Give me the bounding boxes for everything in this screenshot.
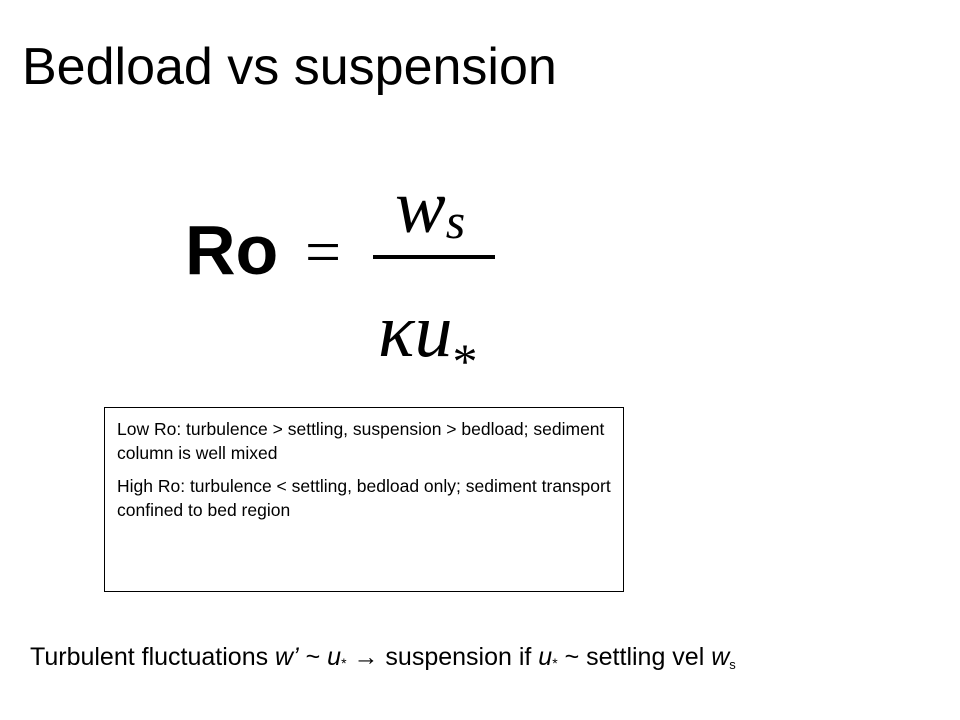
w-settling: w — [711, 643, 730, 671]
bottom-text-3: ~ settling vel — [557, 643, 712, 671]
bottom-tilde-1: ~ — [298, 643, 328, 671]
u-star-1: u — [327, 643, 342, 671]
bottom-text-2: suspension if — [378, 643, 539, 671]
explanation-box: Low Ro: turbulence > settling, suspensio… — [104, 407, 624, 592]
slide-title: Bedload vs suspension — [22, 38, 557, 96]
equation-numerator: ws — [395, 169, 465, 246]
u-star-1-subscript: * — [341, 655, 347, 671]
denominator-subscript: * — [452, 333, 478, 389]
numerator-subscript: s — [445, 193, 466, 249]
equation-denominator: κu* — [378, 293, 477, 386]
w-settling-subscript: s — [729, 657, 736, 672]
u-star-2-subscript: * — [552, 655, 558, 671]
denominator-symbol: κu — [378, 289, 453, 373]
rouse-number-equation: Ro = ws κu* — [180, 169, 520, 386]
numerator-symbol: w — [395, 165, 446, 249]
right-arrow-icon: → — [353, 643, 379, 671]
equation-lhs: Ro — [185, 211, 279, 289]
bottom-statement: Turbulent fluctuations w’ ~ u* → suspens… — [30, 642, 736, 673]
fraction-bar — [373, 255, 495, 259]
note-high-ro: High Ro: turbulence < settling, bedload … — [117, 476, 611, 520]
u-star-2: u — [538, 643, 553, 671]
w-prime: w’ — [275, 643, 299, 671]
note-low-ro: Low Ro: turbulence > settling, suspensio… — [117, 419, 605, 463]
bottom-text-1: Turbulent fluctuations — [30, 643, 276, 671]
equation-equals-sign: = — [305, 216, 342, 287]
